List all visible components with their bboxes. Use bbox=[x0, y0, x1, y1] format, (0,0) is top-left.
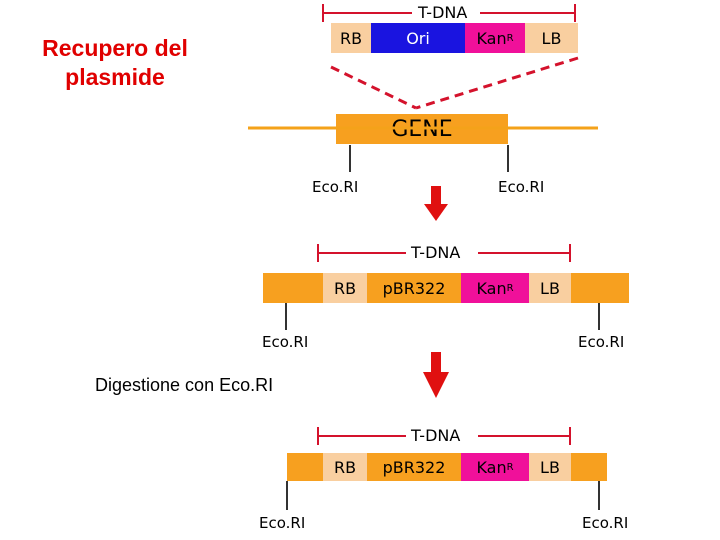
bottom-ecori-right-label: Eco.RI bbox=[582, 514, 629, 532]
top-lb-label: LB bbox=[541, 28, 562, 48]
mid-flank-left bbox=[263, 273, 323, 303]
mid-kan-label: Kan bbox=[476, 278, 507, 298]
mid-flank-right bbox=[571, 273, 629, 303]
down-arrow-2-shaft bbox=[431, 352, 441, 374]
mid-tdna-bracket bbox=[317, 244, 571, 262]
bottom-tdna-label: T-DNA bbox=[411, 426, 461, 445]
bottom-ecori-left-label: Eco.RI bbox=[259, 514, 306, 532]
mid-tdna-label: T-DNA bbox=[411, 243, 461, 262]
top-ori-segment: Ori bbox=[371, 23, 465, 53]
bottom-lb-segment: LB bbox=[529, 453, 571, 481]
down-arrow-1-shaft bbox=[431, 186, 441, 206]
mid-rb-label: RB bbox=[333, 278, 357, 298]
down-arrow-2-head bbox=[423, 372, 449, 398]
top-lb-segment: LB bbox=[525, 23, 578, 53]
mid-kan-superscript: R bbox=[506, 282, 514, 294]
top-rb-label: RB bbox=[339, 28, 363, 48]
bottom-pbr-label: pBR322 bbox=[382, 457, 446, 477]
mid-ecori-right-label: Eco.RI bbox=[578, 333, 625, 351]
bottom-rb-segment: RB bbox=[323, 453, 367, 481]
bottom-flank-left bbox=[287, 453, 323, 481]
diagram-title: Recupero del plasmide bbox=[42, 35, 188, 90]
bottom-rb-label: RB bbox=[333, 457, 357, 477]
bottom-lb-label: LB bbox=[540, 457, 560, 477]
mid-rb-segment: RB bbox=[323, 273, 367, 303]
top-ori-label: Ori bbox=[406, 28, 430, 48]
digestion-step-label: Digestione con Eco.RI bbox=[95, 375, 274, 395]
gene-ecori-left-label: Eco.RI bbox=[312, 178, 359, 196]
top-kan-label: Kan bbox=[476, 28, 507, 48]
insertion-dashed-left bbox=[330, 65, 417, 110]
bottom-tdna-bracket bbox=[317, 427, 571, 445]
insertion-dashed-lines bbox=[330, 56, 579, 110]
insertion-dashed-right bbox=[415, 56, 579, 110]
bottom-pbr-segment: pBR322 bbox=[367, 453, 461, 481]
mid-ecori-left-label: Eco.RI bbox=[262, 333, 309, 351]
down-arrow-2 bbox=[423, 352, 449, 398]
top-tdna-bracket bbox=[322, 4, 576, 22]
top-kan-superscript: R bbox=[506, 32, 514, 44]
mid-lb-label: LB bbox=[540, 278, 560, 298]
bottom-flank-right bbox=[571, 453, 607, 481]
bottom-kan-label: Kan bbox=[476, 457, 507, 477]
mid-lb-segment: LB bbox=[529, 273, 571, 303]
bottom-kan-superscript: R bbox=[506, 461, 514, 473]
down-arrow-1 bbox=[424, 186, 448, 221]
mid-pbr-label: pBR322 bbox=[382, 278, 446, 298]
down-arrow-1-head bbox=[424, 204, 448, 221]
gene-ecori-right-label: Eco.RI bbox=[498, 178, 545, 196]
top-rb-segment: RB bbox=[331, 23, 371, 53]
mid-pbr-segment: pBR322 bbox=[367, 273, 461, 303]
top-tdna-label: T-DNA bbox=[418, 3, 468, 22]
